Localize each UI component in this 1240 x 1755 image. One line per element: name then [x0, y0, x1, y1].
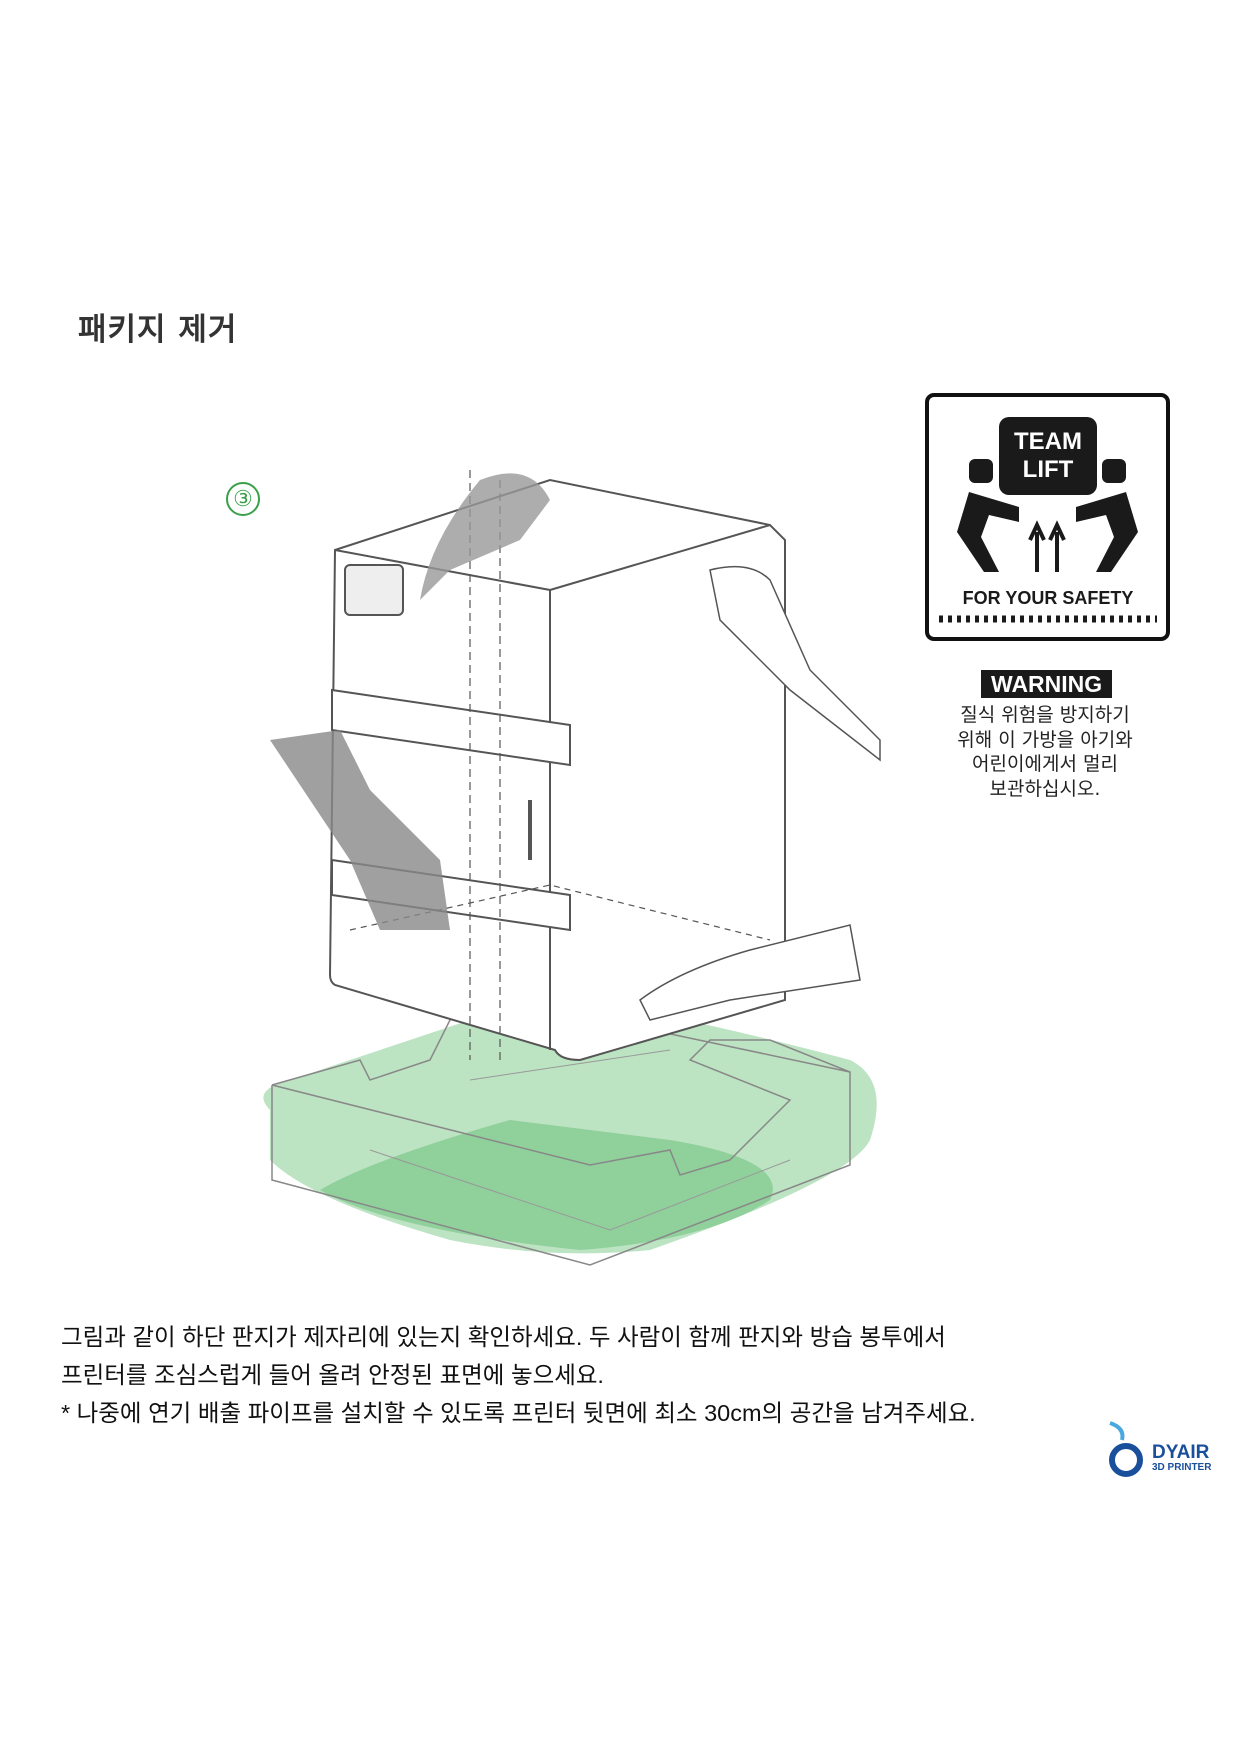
- hands: [270, 473, 881, 1021]
- instruction-line: 그림과 같이 하단 판지가 제자리에 있는지 확인하세요. 두 사람이 함께 판…: [61, 1324, 946, 1350]
- logo-subtitle: 3D PRINTER: [1152, 1462, 1212, 1473]
- warning-line: 질식 위험을 방지하기: [960, 704, 1130, 726]
- warning-line: 위해 이 가방을 아기와: [957, 728, 1133, 751]
- logo-name: DYAIR: [1152, 1442, 1210, 1463]
- team-lift-pictogram: TEAM LIFT FOR YOUR SAFETY: [939, 417, 1157, 623]
- step-number-marker: ③: [226, 482, 260, 516]
- sign-lift-text: LIFT: [1023, 456, 1074, 483]
- warning-line: 보관하십시오.: [989, 777, 1101, 800]
- instruction-line: 프린터를 조심스럽게 들어 올려 안정된 표면에 놓으세요.: [61, 1362, 604, 1388]
- dyair-logo: DYAIR 3D PRINTER: [1100, 1418, 1225, 1478]
- sign-team-text: TEAM: [1014, 428, 1082, 455]
- dragon-logo-icon: [1109, 1421, 1143, 1477]
- page-title: 패키지 제거: [78, 312, 238, 348]
- warning-label: WARNING: [981, 670, 1113, 698]
- warning-line: 어린이에게서 멀리: [972, 753, 1118, 775]
- team-lift-safety-sign: TEAM LIFT FOR YOUR SAFETY: [925, 393, 1170, 641]
- instruction-text: 그림과 같이 하단 판지가 제자리에 있는지 확인하세요. 두 사람이 함께 판…: [61, 1318, 976, 1432]
- cardboard-tray: [263, 999, 877, 1266]
- sign-footer-text: FOR YOUR SAFETY: [963, 588, 1134, 608]
- printer-unboxing-illustration: [263, 470, 881, 1266]
- warning-text: 질식 위험을 방지하기 위해 이 가방을 아기와 어린이에게서 멀리 보관하십시…: [935, 703, 1155, 801]
- instruction-line: * 나중에 연기 배출 파이프를 설치할 수 있도록 프린터 뒷면에 최소 30…: [61, 1400, 976, 1426]
